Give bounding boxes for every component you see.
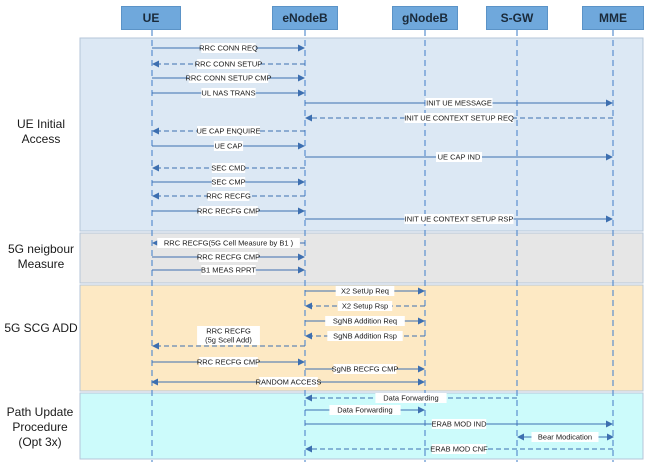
message-label: INIT UE CONTEXT SETUP REQ [404, 114, 514, 123]
phase-label-initial-access: UE Initial Access [6, 117, 76, 147]
phase-label-line: Procedure [12, 420, 68, 434]
message-label-bg [211, 177, 246, 187]
message-label-bg [404, 214, 514, 224]
message-label: SEC CMP [211, 178, 245, 187]
message-label: UE CAP ENQUIRE [196, 127, 260, 136]
message-label-bg [436, 152, 482, 162]
message-label-bg [197, 126, 260, 136]
entity-enodeb: eNodeB [272, 6, 338, 30]
message-label-bg [199, 357, 258, 367]
message-label: RRC RECFG CMP [197, 207, 260, 216]
message-label: Data Forwarding [383, 394, 438, 403]
message-label-bg [201, 43, 256, 53]
message-label-bg [404, 113, 514, 123]
phase-label-path-update: Path Update Procedure (Opt 3x) [2, 405, 78, 450]
message-label-bg [188, 73, 269, 83]
message-label: X2 Setup Rsp [342, 302, 388, 311]
phase-label-line: Measure [17, 257, 65, 271]
message-label-bg [197, 59, 260, 69]
message-label-bg [531, 432, 599, 442]
message-label: SgNB Addition Req [333, 317, 397, 326]
phase-label-line: Access [21, 132, 61, 146]
message-label: RANDOM ACCESS [256, 378, 322, 387]
message-label: RRC RECFG CMP [197, 253, 260, 262]
message-label-bg [329, 405, 401, 415]
message-label: SEC CMD [211, 164, 246, 173]
message-label: Data Forwarding [337, 406, 392, 415]
message-label-bg [213, 141, 244, 151]
entity-ue: UE [121, 6, 181, 30]
message-label-bg [327, 331, 403, 341]
message-label: UE CAP IND [438, 153, 481, 162]
message-label-bg [431, 419, 487, 429]
message-label: B1 MEAS RPRT [201, 266, 256, 275]
message-label: (5g Scell Add) [205, 336, 252, 345]
entity-sgw: S-GW [486, 6, 548, 30]
message-label: SgNB RECFG CMP [332, 365, 399, 374]
message-label: X2 SetUp Req [341, 287, 389, 296]
message-label: RRC RECFG [206, 327, 251, 336]
message-label: INIT UE CONTEXT SETUP RSP [405, 215, 514, 224]
message-label: INIT UE MESSAGE [426, 99, 492, 108]
message-label: RRC CONN REQ [199, 44, 258, 53]
section-path-update [79, 392, 644, 460]
phase-label-line: UE Initial [16, 117, 66, 131]
message-label: RRC CONN SETUP [195, 60, 263, 69]
message-label: SgNB Addition Rsp [333, 332, 397, 341]
message-label: ERAB MOD CNF [430, 445, 488, 454]
phase-label-line: 5G neigbour [7, 242, 75, 256]
message-label: UE CAP [215, 142, 243, 151]
section-ue-initial-access [79, 37, 644, 232]
message-label: RRC RECFG CMP [197, 358, 260, 367]
phase-label-neighbour-measure: 5G neigbour Measure [2, 242, 80, 272]
message-label: RRC CONN SETUP CMP [185, 74, 271, 83]
entity-gnodeb: gNodeB [392, 6, 458, 30]
message-label: UL NAS TRANS [201, 89, 255, 98]
message-label: RRC RECFG [206, 192, 251, 201]
phase-label-line: (Opt 3x) [18, 435, 62, 449]
message-label-bg [199, 252, 258, 262]
message-label: RRC RECFG(5G Cell Measure by B1 ) [164, 239, 294, 248]
message-label-bg [211, 163, 246, 173]
message-label-bg [197, 326, 260, 345]
message-label-bg [333, 364, 397, 374]
message-label-bg [207, 191, 250, 201]
phase-label-line: 5G SCG ADD [4, 321, 78, 335]
entity-mme: MME [582, 6, 644, 30]
message-label-bg [201, 88, 256, 98]
message-label-bg [199, 206, 258, 216]
message-label-bg [337, 301, 393, 311]
message-label-bg [259, 377, 318, 387]
message-label-bg [335, 286, 395, 296]
message-label-bg [431, 444, 487, 454]
message-label-bg [157, 238, 300, 248]
message-label: ERAB MOD IND [431, 420, 487, 429]
message-label-bg [375, 393, 447, 403]
message-label-bg [201, 265, 256, 275]
message-label: Bear Modication [538, 433, 592, 442]
message-label-bg [425, 98, 493, 108]
phase-label-line: Path Update [6, 405, 74, 419]
message-label-bg [325, 316, 405, 326]
phase-label-scg-add: 5G SCG ADD [2, 321, 80, 336]
